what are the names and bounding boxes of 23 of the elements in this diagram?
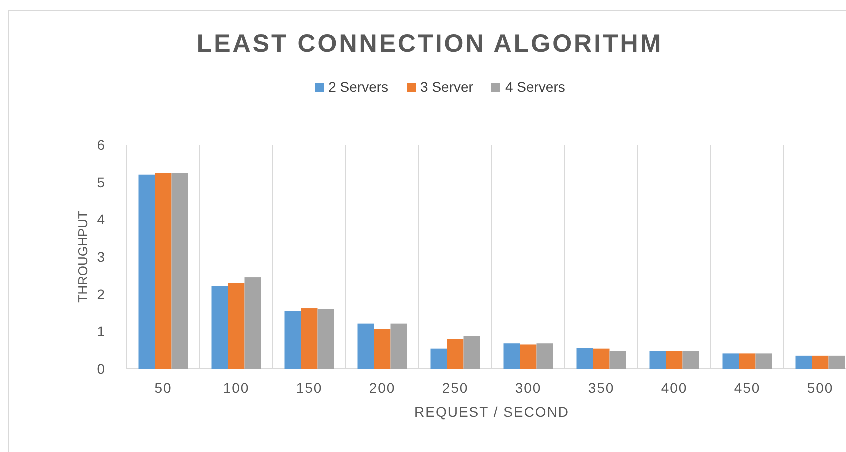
y-tick-label: 1 bbox=[97, 324, 105, 340]
y-tick-label: 3 bbox=[97, 249, 105, 265]
legend-label: 3 Server bbox=[420, 79, 474, 95]
x-tick-label: 300 bbox=[515, 380, 542, 396]
y-tick-label: 0 bbox=[97, 361, 105, 377]
x-tick-label: 400 bbox=[661, 380, 688, 396]
x-tick-label: 350 bbox=[588, 380, 615, 396]
x-tick-label: 500 bbox=[807, 380, 834, 396]
x-tick-label: 200 bbox=[369, 380, 396, 396]
legend-label: 2 Servers bbox=[328, 79, 389, 95]
x-tick-label: 450 bbox=[734, 380, 761, 396]
legend-label: 4 Servers bbox=[505, 79, 566, 95]
y-tick-label: 5 bbox=[97, 174, 105, 190]
y-axis-title: THROUGHPUT bbox=[76, 211, 90, 303]
y-tick-label: 4 bbox=[97, 212, 105, 228]
y-tick-label: 2 bbox=[97, 286, 105, 302]
x-tick-label: 150 bbox=[296, 380, 323, 396]
x-axis-title: REQUEST / SECOND bbox=[414, 404, 570, 420]
x-tick-label: 100 bbox=[223, 380, 250, 396]
chart-title: LEAST CONNECTION ALGORITHM bbox=[196, 30, 664, 59]
x-tick-label: 250 bbox=[442, 380, 469, 396]
y-tick-label: 6 bbox=[97, 137, 105, 153]
x-tick-label: 50 bbox=[154, 380, 172, 396]
